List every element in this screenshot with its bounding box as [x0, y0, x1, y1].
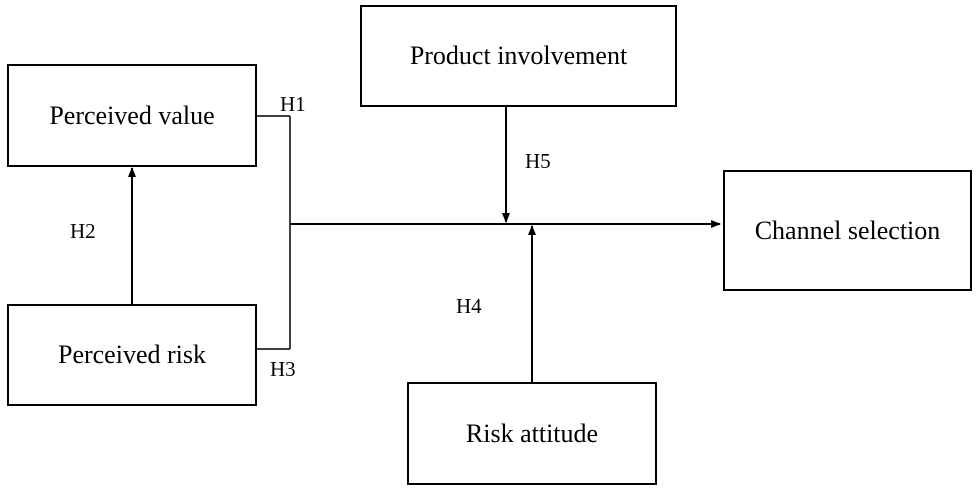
product-involvement-box: Product involvement	[360, 5, 677, 107]
h2-label: H2	[70, 219, 96, 243]
perceived-value-box: Perceived value	[7, 64, 257, 167]
channel-selection-box: Channel selection	[723, 170, 972, 291]
perceived-risk-box: Perceived risk	[7, 304, 257, 406]
h5-label: H5	[525, 149, 551, 173]
risk-attitude-box: Risk attitude	[407, 382, 657, 485]
h1-label: H1	[280, 92, 306, 116]
h4-label: H4	[456, 294, 482, 318]
h3-label: H3	[270, 357, 296, 381]
